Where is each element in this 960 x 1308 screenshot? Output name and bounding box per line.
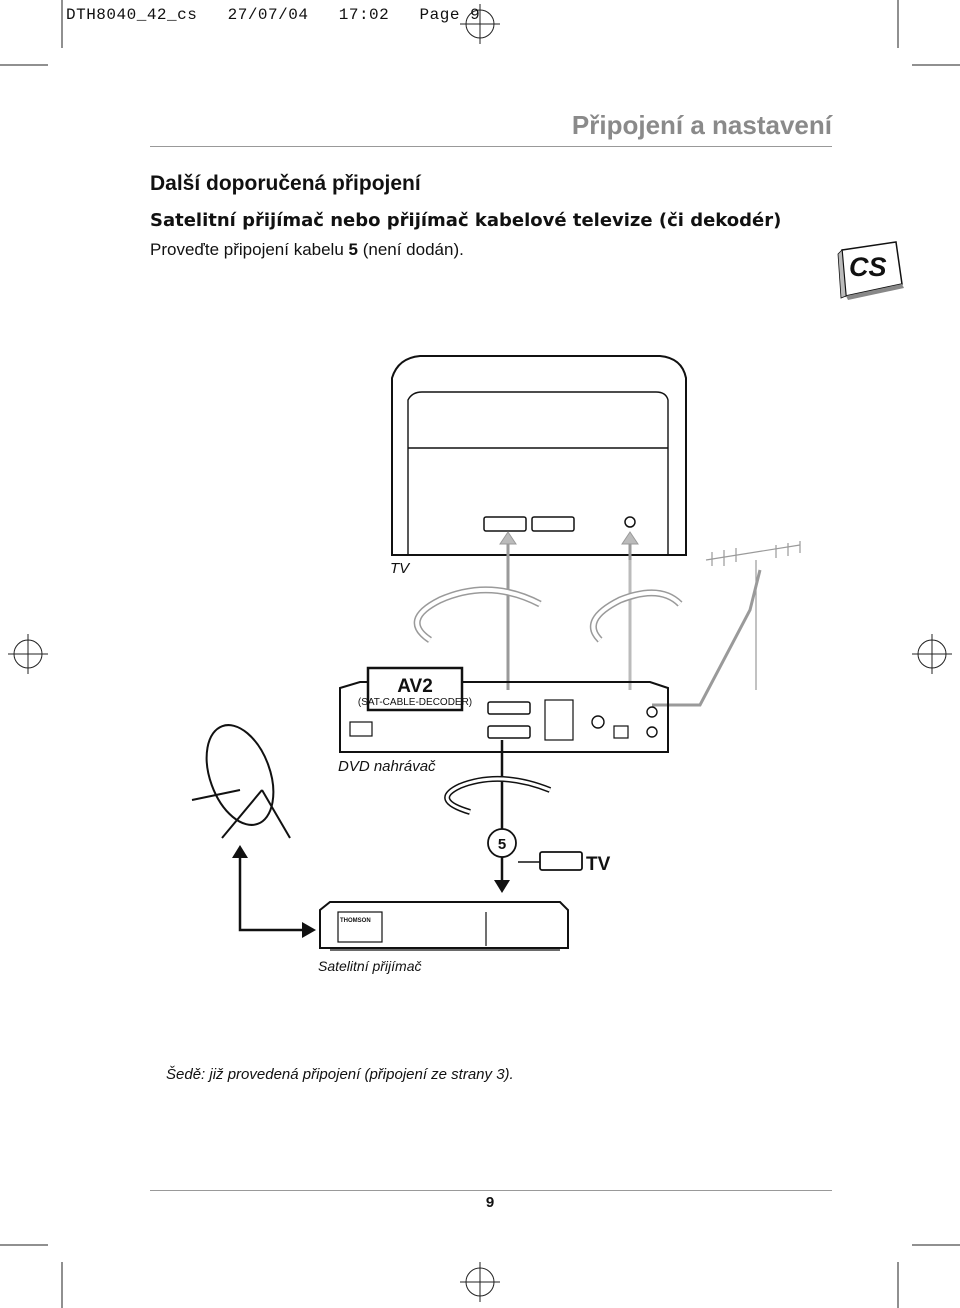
diagram-drawing: AV2 (SAT-CABLE-DECODER) 5 TV THO [191,355,801,951]
cable-number: 5 [498,836,506,853]
tv-body [391,355,687,556]
header-rule [150,146,832,147]
legend-note: Šedě: již provedená připojení (připojení… [166,1066,514,1083]
arrow-right-icon [302,922,316,938]
dvd-recorder [339,666,669,753]
receiver-label: Satelitní přijímač [318,958,422,974]
language-badge: CS [849,252,887,282]
satellite-receiver [319,901,569,951]
connection-diagram: AV2 (SAT-CABLE-DECODER) 5 TV THO [0,330,960,1010]
av2-sub-label: (SAT-CABLE-DECODER) [358,697,472,708]
arrow-down-icon [494,880,510,893]
print-slug: DTH8040_42_cs 27/07/04 17:02 Page 9 [66,6,481,24]
tv-label: TV [390,560,410,577]
recorder-label: DVD nahrávač [338,758,436,775]
tv-scart-label: TV [586,854,611,875]
language-badge-icon [837,241,904,300]
tv-antenna-socket [624,516,636,528]
av2-label: AV2 [397,676,433,697]
cable-5 [444,740,552,880]
tv-scart-2 [531,516,575,532]
page-heading: Další doporučená připojení [150,172,421,195]
page-subheading: Satelitní přijímač nebo přijímač kabelov… [150,210,782,231]
footer-rule [150,1190,832,1191]
section-title: Připojení a nastavení [571,110,832,140]
page-number: 9 [485,1194,495,1211]
cable-number-badge [487,828,517,858]
tv-scart-1 [483,516,527,532]
satellite-dish-icon [191,724,291,839]
tv-scart-icon [539,851,583,871]
arrow-up-icon [232,845,248,858]
instruction-text: Proveďte připojení kabelu 5 (není dodán)… [150,240,464,259]
antenna-icon [705,541,801,690]
receiver-brand: THOMSON [340,918,371,924]
